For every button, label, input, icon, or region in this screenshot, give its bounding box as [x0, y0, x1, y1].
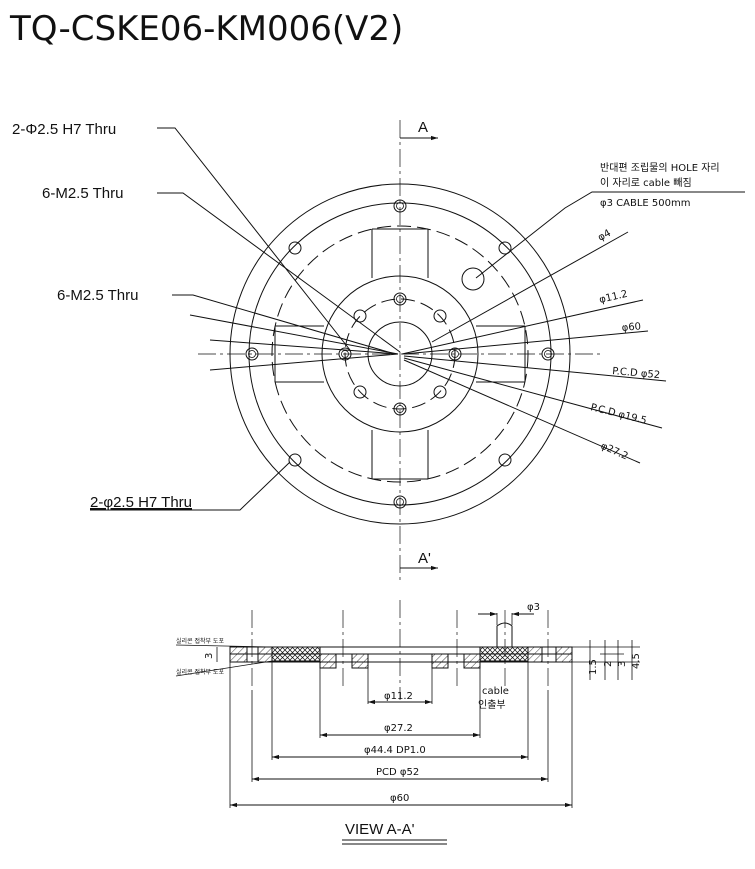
cable-exit-line-1: cable [482, 686, 509, 697]
callout-pin-top: 2-Φ2.5 H7 Thru [12, 121, 116, 138]
right-leaders [401, 191, 745, 464]
recess-circle-d44 [248, 202, 552, 506]
view-label: VIEW A-A' [345, 821, 415, 838]
pcd52-holes [245, 199, 555, 509]
note-line-1: 반대편 조립물의 HOLE 자리 [600, 161, 720, 174]
dim-section-d27: φ27.2 [384, 723, 413, 734]
section-label-top: A [418, 119, 428, 136]
left-leaders [90, 127, 401, 511]
dim-section-d11: φ11.2 [384, 691, 413, 702]
height-4-5: 4.5 [631, 653, 642, 669]
dim-pcd52: P.C.D φ52 [612, 366, 661, 381]
bore-circle-d11 [367, 321, 433, 387]
dim-section-d60: φ60 [390, 793, 409, 804]
dim-section-pcd52: PCD φ52 [376, 767, 419, 778]
cable-dia-label: φ3 [527, 602, 540, 613]
cable-exit-line-2: 인출부 [478, 699, 506, 711]
callout-tap-1: 6-M2.5 Thru [42, 185, 123, 202]
left-height-label: 3 [204, 653, 215, 659]
dim-pcd19: P.C.D φ19.5 [589, 402, 648, 427]
dim-d60: φ60 [621, 321, 641, 334]
cross-ribs [274, 228, 526, 480]
height-1-5: 1.5 [588, 659, 599, 675]
section-view: φ3 실리콘 접착부 도포 실리콘 접착부 도포 3 1.5 2 3 4.5 c… [175, 600, 642, 845]
cable-hole [461, 267, 485, 291]
dim-d4: φ4 [596, 228, 613, 244]
silicone-zone-right [479, 646, 529, 662]
height-3: 3 [617, 661, 628, 667]
dim-d11: φ11.2 [598, 289, 629, 306]
callout-tap-2: 6-M2.5 Thru [57, 287, 138, 304]
section-label-bottom: A' [418, 550, 431, 567]
dim-section-d44: φ44.4 DP1.0 [364, 745, 426, 756]
note-line-3: φ3 CABLE 500mm [600, 198, 690, 209]
plan-view: A A' [12, 119, 745, 582]
side-note-top: 실리콘 접착부 도포 [176, 637, 224, 645]
callout-pin-bottom: 2-φ2.5 H7 Thru [90, 494, 192, 511]
pcd19-circle [344, 298, 456, 410]
cable-outline [496, 622, 513, 647]
pcd19-holes [338, 292, 462, 416]
drawing-title: TQ-CSKE06-KM006(V2) [9, 9, 403, 49]
note-line-2: 이 자리로 cable 빼짐 [600, 177, 692, 189]
pcd52-circle [271, 225, 529, 483]
circle-d27 [321, 275, 479, 433]
dim-d27: φ27.2 [599, 441, 630, 463]
height-2: 2 [603, 661, 614, 667]
outer-circle-d60 [229, 183, 571, 525]
silicone-zone-left [271, 646, 321, 662]
